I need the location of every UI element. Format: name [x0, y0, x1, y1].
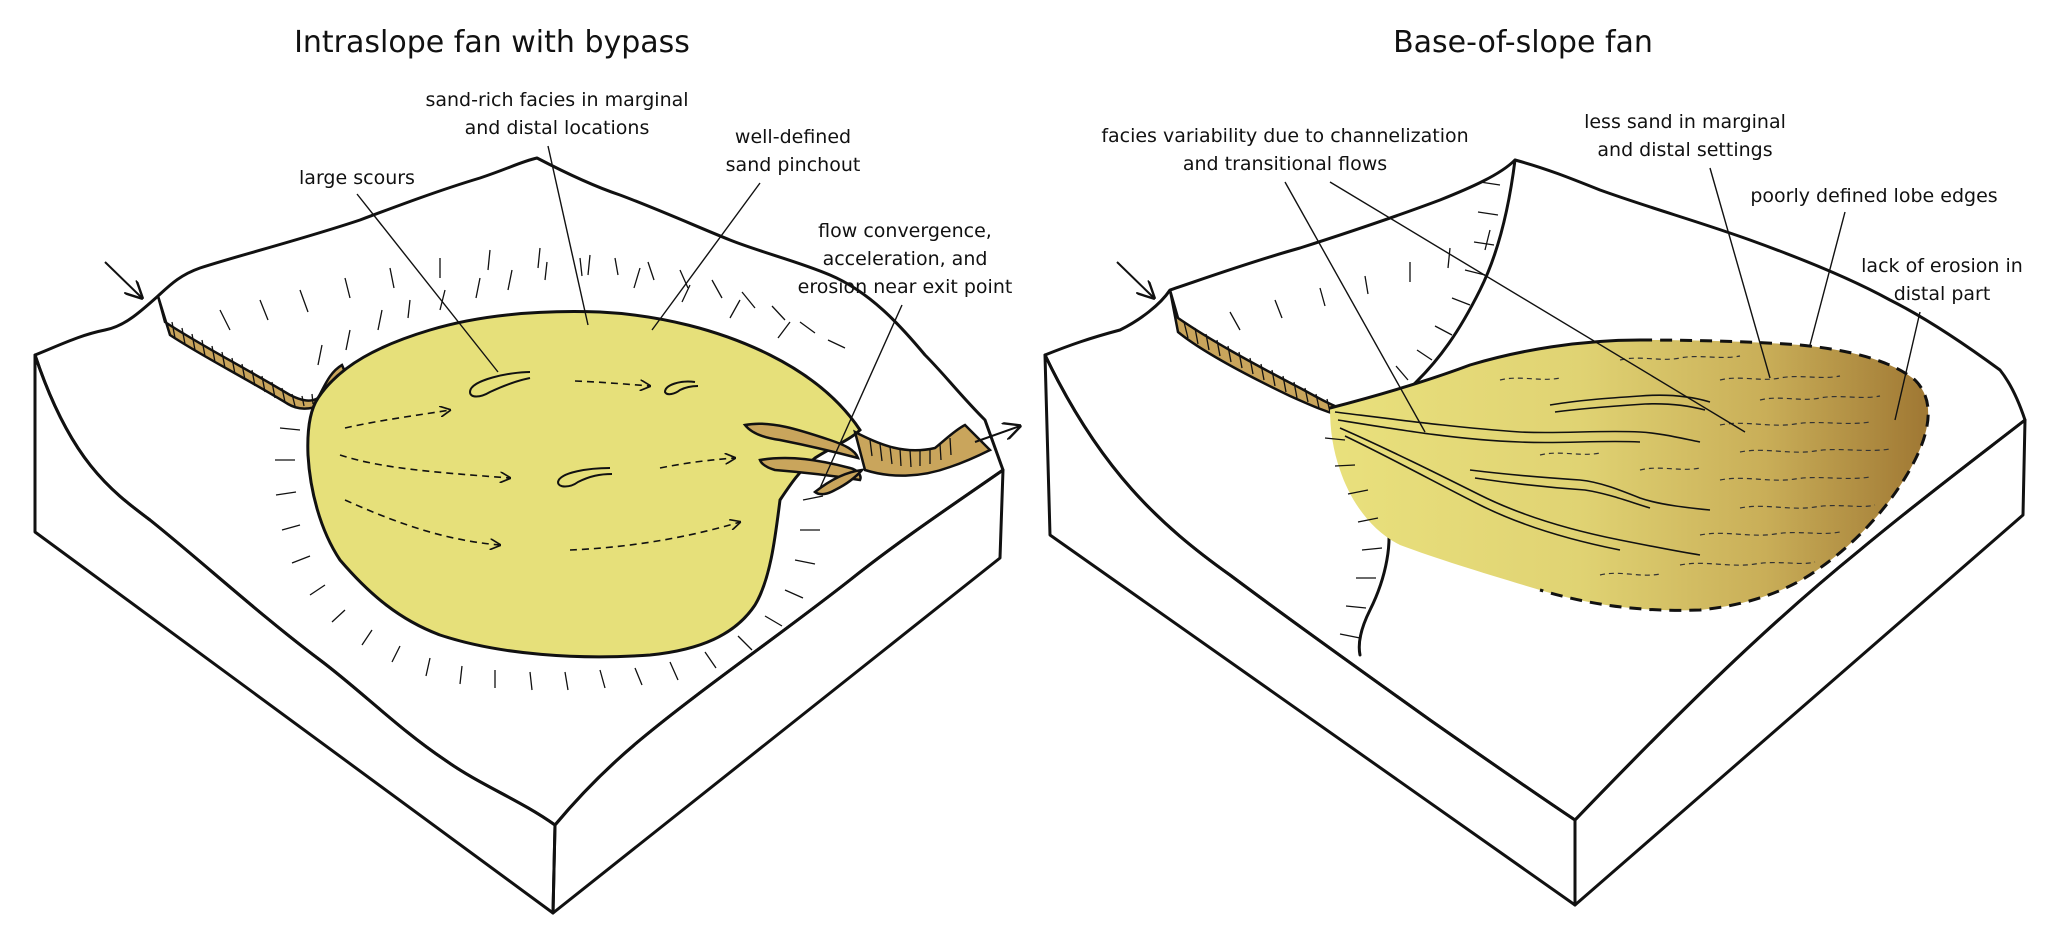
leader-pinchout	[651, 182, 761, 331]
right-panel-title: Base-of-slope fan	[1393, 25, 1653, 60]
label-less-sand-line1: less sand in marginal	[1584, 111, 1786, 133]
label-pinchout-line2: sand pinchout	[726, 154, 861, 176]
right-block-top-surface	[1043, 158, 2027, 822]
right-channels	[1334, 394, 1711, 556]
right-block-diagram	[1043, 158, 2027, 907]
right-scarp-hatching	[1183, 321, 1331, 413]
label-facies-variability: facies variability due to channelization…	[1101, 125, 1468, 175]
left-backslope-hachures	[219, 247, 791, 339]
left-exit-scour-2	[758, 456, 862, 482]
label-less-sand-line2: and distal settings	[1597, 139, 1772, 161]
leader-lobe-edges	[1809, 211, 1846, 346]
leader-facies-2	[1329, 181, 1746, 433]
label-sand-rich-line2: and distal locations	[465, 117, 650, 139]
left-exit-scour-3	[812, 468, 866, 496]
leader-less-sand	[1709, 167, 1771, 379]
leader-convergence	[819, 304, 903, 489]
label-large-scours: large scours	[299, 167, 415, 189]
label-convergence-line3: erosion near exit point	[798, 276, 1013, 298]
left-exit-scour-1	[742, 422, 861, 460]
label-convergence-line2: acceleration, and	[823, 248, 988, 270]
label-pinchout: well-defined sand pinchout	[726, 126, 861, 176]
right-upper-scarp	[1168, 289, 1353, 420]
left-exit-channel	[853, 423, 993, 477]
label-convergence-line1: flow convergence,	[818, 220, 992, 242]
left-block-top-surface	[33, 156, 1005, 827]
right-slope-break	[1408, 158, 1517, 390]
right-fan-lobe	[1330, 340, 1929, 611]
left-outlet-arrow	[974, 426, 1020, 443]
right-inlet-arrow	[1116, 261, 1154, 298]
label-facies-line2: and transitional flows	[1183, 153, 1387, 175]
right-lobe-edge-dashed	[1539, 338, 1930, 612]
label-erosion-line1: lack of erosion in	[1861, 255, 2023, 277]
left-large-scours	[468, 371, 699, 488]
left-panel-title: Intraslope fan with bypass	[294, 25, 690, 60]
left-upper-scarp	[156, 295, 347, 410]
leader-erosion	[1894, 311, 1921, 421]
label-sand-rich: sand-rich facies in marginal and distal …	[425, 89, 688, 139]
left-margin-hachures	[275, 257, 846, 691]
left-block-diagram	[33, 156, 1020, 915]
label-erosion: lack of erosion in distal part	[1861, 255, 2023, 305]
left-inlet-arrow	[104, 261, 142, 298]
right-lobe-dashes	[1499, 355, 1891, 576]
right-lobe-edge-solid	[1328, 338, 1642, 410]
label-lobe-edges: poorly defined lobe edges	[1750, 185, 1997, 207]
label-pinchout-line1: well-defined	[735, 126, 851, 148]
right-backslope-hachures	[1229, 181, 1501, 639]
left-exit-hatching	[869, 437, 952, 468]
left-flow-arrows	[339, 381, 740, 551]
leader-sand-rich	[547, 145, 589, 326]
label-less-sand: less sand in marginal and distal setting…	[1584, 111, 1786, 161]
leader-large-scours	[356, 193, 499, 373]
leader-facies-1	[1284, 181, 1426, 433]
label-erosion-line2: distal part	[1894, 283, 1991, 305]
left-scarp-hatching	[171, 321, 314, 407]
left-sand-fan	[306, 310, 862, 659]
label-sand-rich-line1: sand-rich facies in marginal	[425, 89, 688, 111]
label-convergence: flow convergence, acceleration, and eros…	[798, 220, 1013, 298]
label-facies-line1: facies variability due to channelization	[1101, 125, 1468, 147]
